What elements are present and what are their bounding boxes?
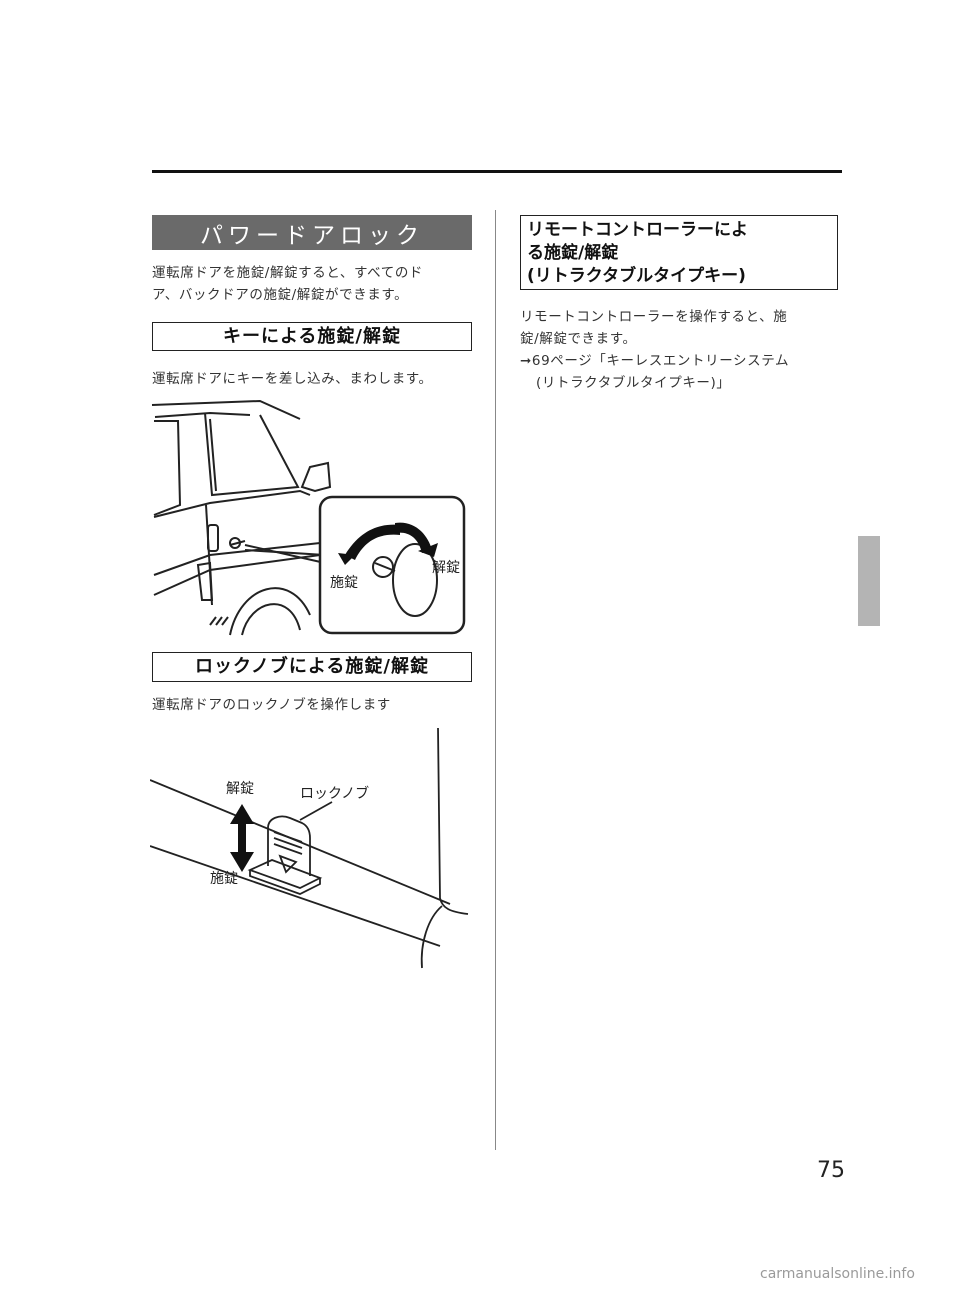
remote-text-line-2: 錠/解錠できます。 xyxy=(520,331,637,347)
column-divider xyxy=(495,210,496,1150)
lock-knob-illustration xyxy=(150,728,469,969)
remote-section-text: リモートコントローラーを操作すると、施 錠/解錠できます。 ➞69ページ「キーレ… xyxy=(520,306,850,394)
remote-title-line-3: (リトラクタブルタイプキー) xyxy=(527,266,746,286)
chapter-side-tab xyxy=(858,536,880,626)
page-number: 75 xyxy=(817,1158,845,1183)
key-section-text: 運転席ドアにキーを差し込み、まわします。 xyxy=(152,371,433,387)
knob-section-heading: ロックノブによる施錠/解錠 xyxy=(152,652,472,682)
knob-section-text: 運転席ドアのロックノブを操作します xyxy=(152,697,391,713)
remote-reference[interactable]: ➞69ページ「キーレスエントリーシステム xyxy=(520,350,850,372)
intro-line-1: 運転席ドアを施錠/解錠すると、すべてのド xyxy=(152,265,424,281)
fig-label-lock: 施錠 xyxy=(330,575,358,591)
reference-line-2: (リトラクタブルタイプキー)」 xyxy=(536,375,731,391)
section-title: パワードアロック xyxy=(152,215,472,250)
fig-label-lock-knob: ロックノブ xyxy=(300,786,370,802)
remote-title-line-2: る施錠/解錠 xyxy=(527,243,619,263)
intro-line-2: ア、バックドアの施錠/解錠ができます。 xyxy=(152,287,409,303)
fig-label-knob-lock: 施錠 xyxy=(210,871,238,887)
key-section-heading: キーによる施錠/解錠 xyxy=(152,322,472,351)
remote-section-title: リモートコントローラーによ る施錠/解錠 (リトラクタブルタイプキー) xyxy=(520,215,838,290)
remote-title-line-1: リモートコントローラーによ xyxy=(527,220,748,240)
footer-watermark: carmanualsonline.info xyxy=(760,1266,915,1282)
fig-label-knob-unlock: 解錠 xyxy=(226,781,254,797)
reference-line-1: 69ページ「キーレスエントリーシステム xyxy=(531,353,790,369)
remote-text-line-1: リモートコントローラーを操作すると、施 xyxy=(520,309,788,325)
top-rule xyxy=(152,170,842,173)
reference-arrow-icon: ➞ xyxy=(520,353,532,369)
intro-text: 運転席ドアを施錠/解錠すると、すべてのド ア、バックドアの施錠/解錠ができます。 xyxy=(152,262,482,306)
car-door-key-illustration xyxy=(151,399,466,636)
fig-label-unlock: 解錠 xyxy=(432,560,460,576)
